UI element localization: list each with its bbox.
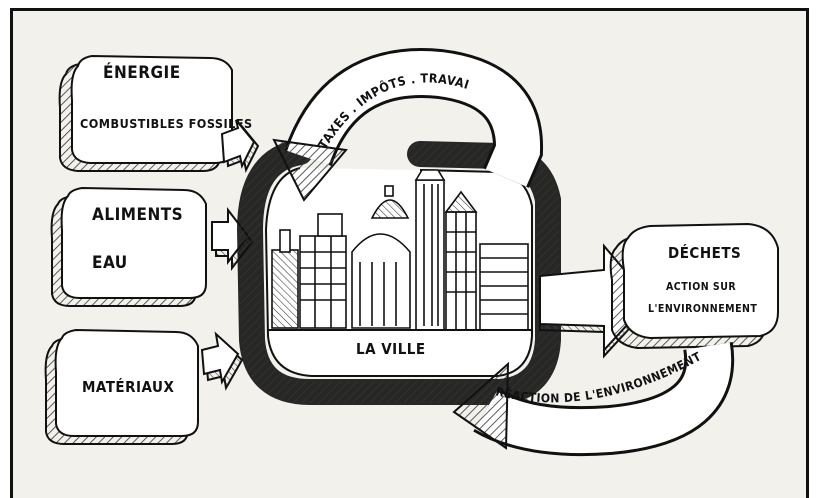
dechets-line1: ACTION SUR [666, 281, 736, 293]
city-skyline [268, 169, 532, 331]
dechets-line2: L'ENVIRONNEMENT [648, 303, 757, 315]
eau-label: EAU [92, 253, 128, 273]
input-materiaux: MATÉRIAUX [44, 328, 199, 445]
input-energie: ÉNERGIE COMBUSTIBLES FOSSILES [58, 54, 253, 172]
input-aliments: ALIMENTS EAU [50, 186, 207, 307]
energie-subtitle: COMBUSTIBLES FOSSILES [80, 116, 253, 131]
input-arrow-materiaux [200, 331, 244, 391]
input-arrow-energie [220, 119, 260, 174]
energie-title: ÉNERGIE [103, 61, 181, 83]
materiaux-label: MATÉRIAUX [82, 377, 174, 396]
dechets-title: DÉCHETS [668, 243, 741, 262]
aliments-label: ALIMENTS [92, 205, 183, 225]
output-dechets: DÉCHETS ACTION SUR L'ENVIRONNEMENT [609, 222, 779, 350]
city-label: LA VILLE [356, 340, 426, 358]
